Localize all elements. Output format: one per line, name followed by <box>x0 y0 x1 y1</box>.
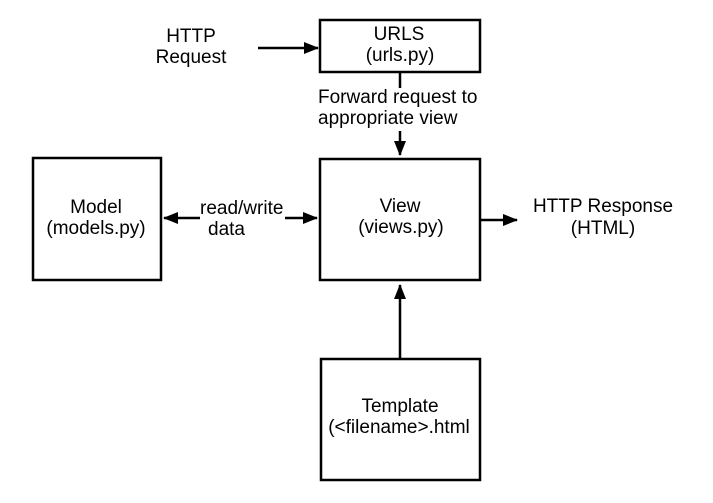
template-box <box>319 357 482 482</box>
model-box <box>31 156 163 282</box>
model-box-title: Model <box>70 197 122 218</box>
template-box-subtitle: (<filename>.html <box>328 417 470 438</box>
http-request-label-line2: Request <box>156 47 227 68</box>
http-request-label-line1: HTTP <box>166 26 216 47</box>
urls-box-title: URLS <box>374 24 425 45</box>
urls-box-subtitle: (urls.py) <box>366 45 435 66</box>
urls-box <box>318 18 482 74</box>
view-box-subtitle: (views.py) <box>358 217 444 238</box>
forward-request-label-line1: Forward request to <box>318 87 477 108</box>
http-response-label-line1: HTTP Response <box>533 196 673 217</box>
read-write-label-line1: read/write <box>200 198 283 219</box>
forward-request-label-line2: appropriate view <box>318 108 458 129</box>
http-response-label-line2: (HTML) <box>571 218 635 239</box>
view-box-title: View <box>380 196 421 217</box>
template-box-title: Template <box>361 396 438 417</box>
view-box <box>318 157 482 282</box>
model-box-subtitle: (models.py) <box>46 218 145 239</box>
read-write-label-line2: data <box>208 219 245 240</box>
